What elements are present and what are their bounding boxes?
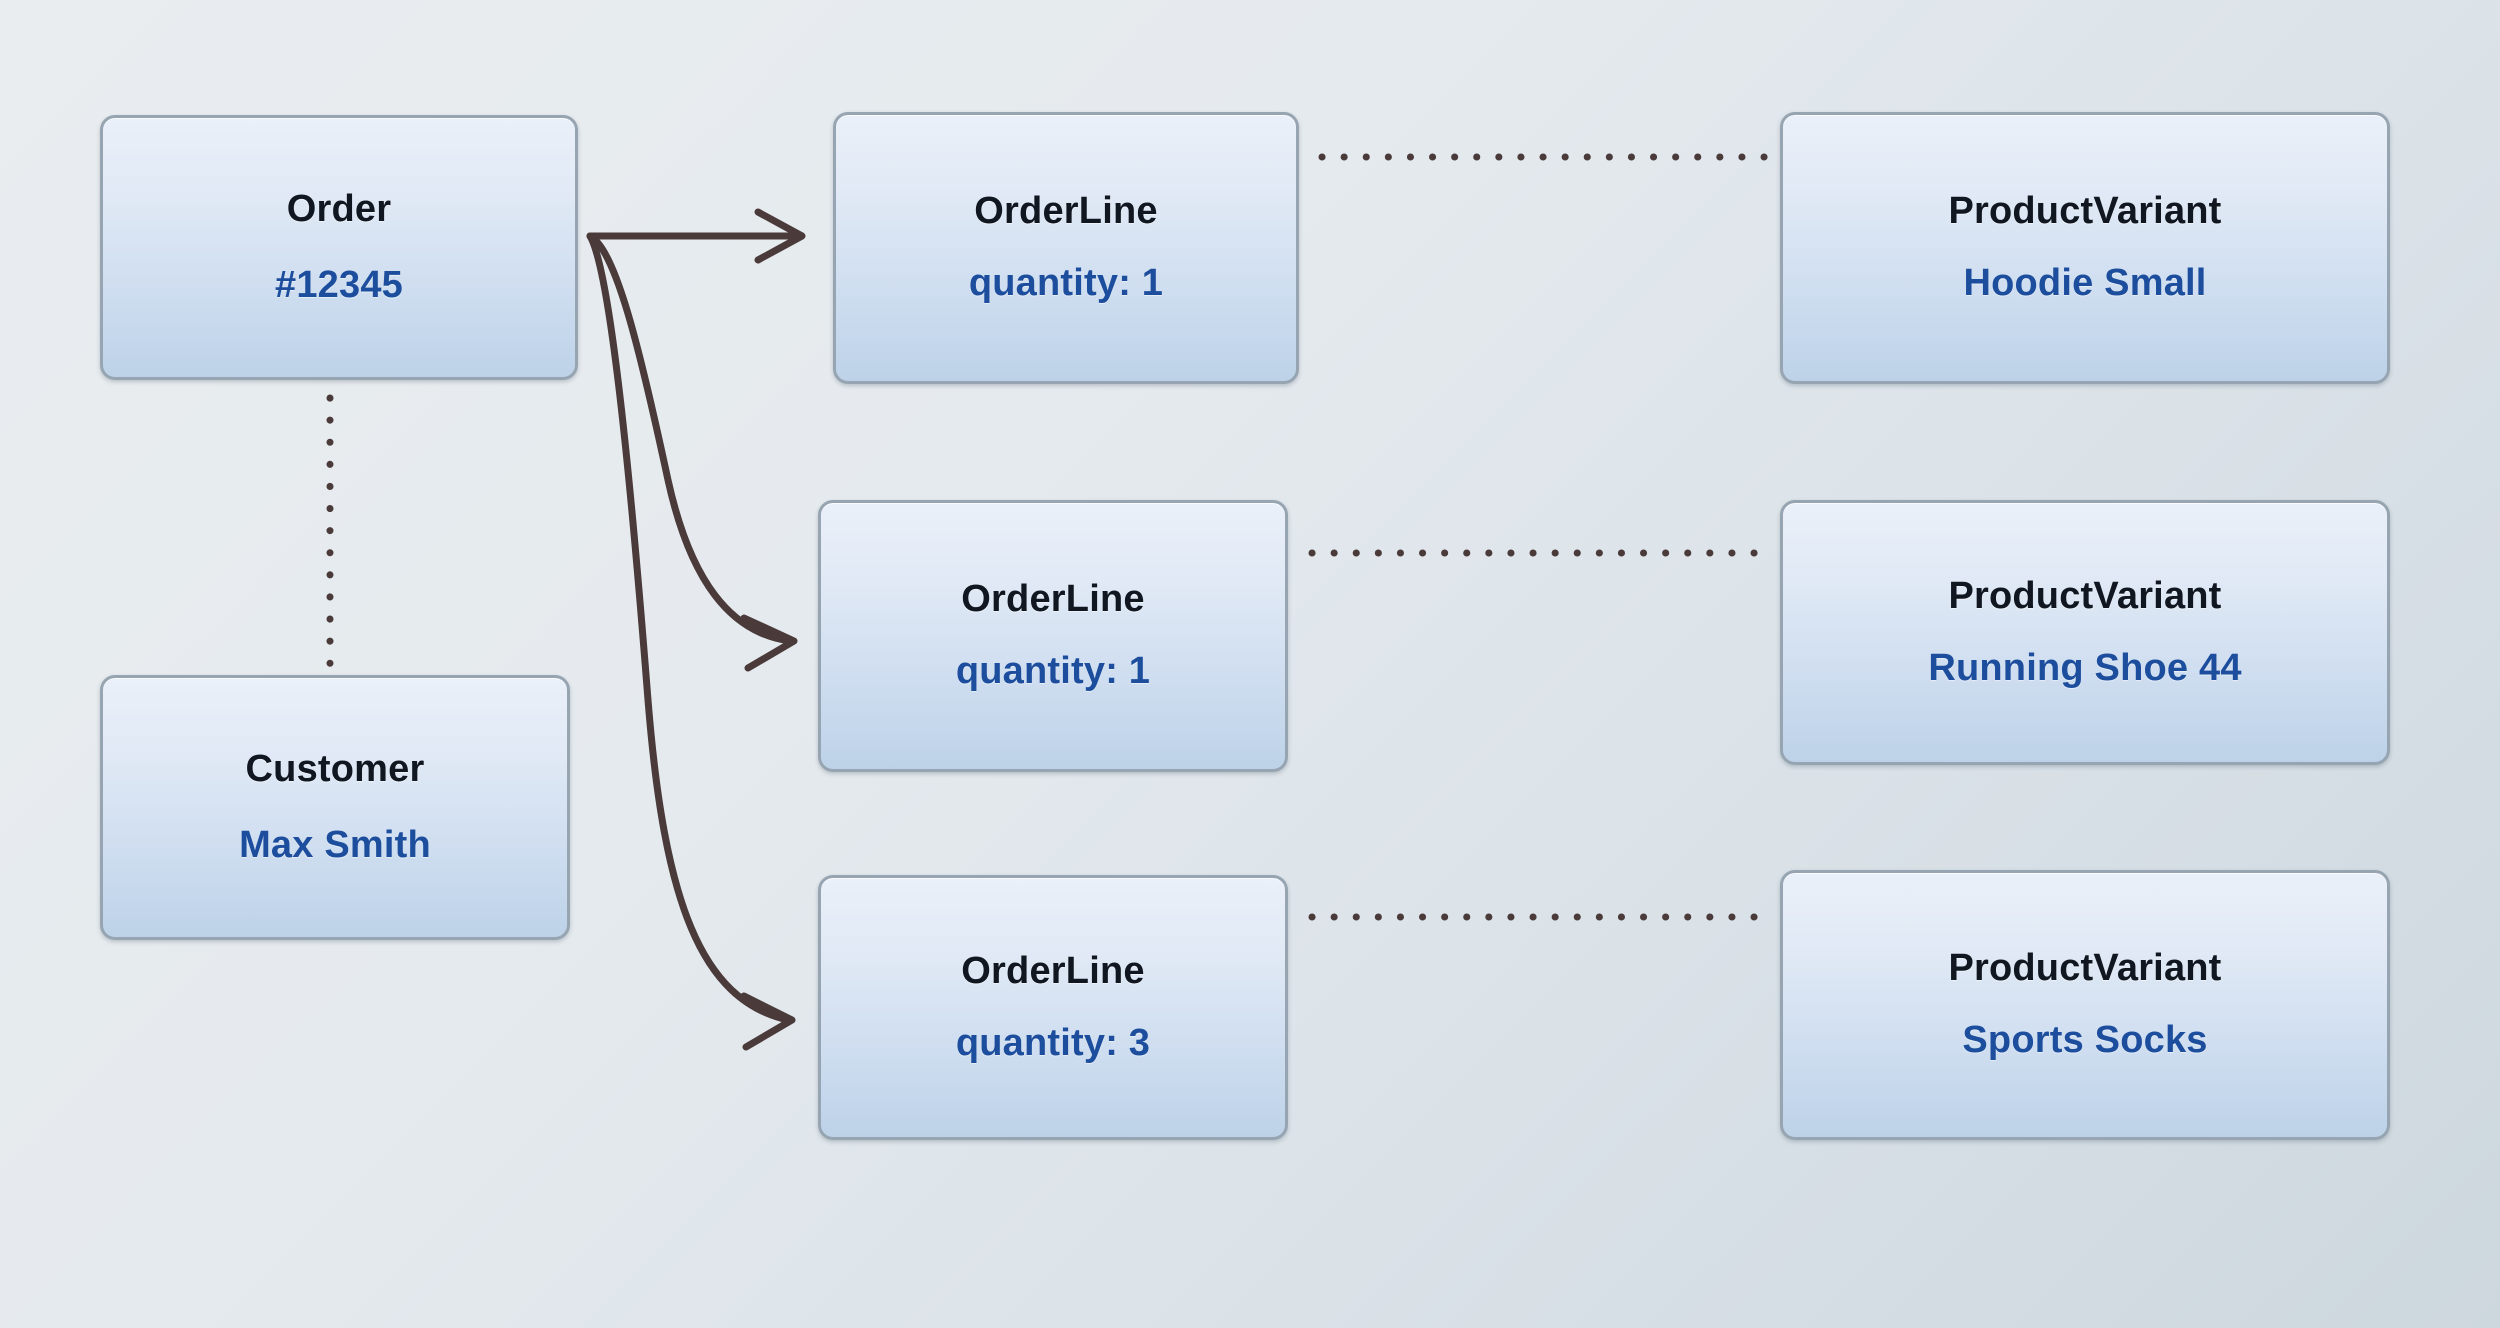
node-order[interactable]: Order #12345 <box>100 115 578 380</box>
node-order-value: #12345 <box>274 263 403 306</box>
node-productvariant-2-title: ProductVariant <box>1948 574 2222 617</box>
node-productvariant-1-value: Hoodie Small <box>1963 262 2207 304</box>
node-productvariant-1[interactable]: ProductVariant Hoodie Small <box>1780 112 2390 384</box>
node-orderline-3-title: OrderLine <box>961 949 1145 992</box>
node-orderline-2[interactable]: OrderLine quantity: 1 <box>818 500 1288 772</box>
node-customer-title: Customer <box>245 747 425 790</box>
node-productvariant-2-value: Running Shoe 44 <box>1928 646 2242 689</box>
node-productvariant-3-value: Sports Socks <box>1962 1019 2208 1061</box>
node-orderline-1-title: OrderLine <box>974 190 1158 233</box>
edge-order-to-orderline-2 <box>586 232 798 672</box>
edge-order-to-orderline-1 <box>586 208 806 264</box>
node-orderline-1[interactable]: OrderLine quantity: 1 <box>833 112 1299 384</box>
node-orderline-2-value: quantity: 1 <box>955 650 1151 692</box>
node-orderline-3-value: quantity: 3 <box>955 1021 1151 1064</box>
node-productvariant-2[interactable]: ProductVariant Running Shoe 44 <box>1780 500 2390 765</box>
node-productvariant-3-title: ProductVariant <box>1948 947 2222 990</box>
node-productvariant-3[interactable]: ProductVariant Sports Socks <box>1780 870 2390 1140</box>
node-productvariant-1-title: ProductVariant <box>1948 190 2222 233</box>
node-orderline-3[interactable]: OrderLine quantity: 3 <box>818 875 1288 1140</box>
node-order-title: Order <box>286 187 392 230</box>
edge-order-to-orderline-3 <box>586 232 796 1051</box>
node-customer-value: Max Smith <box>239 823 431 866</box>
node-customer[interactable]: Customer Max Smith <box>100 675 570 940</box>
node-orderline-1-value: quantity: 1 <box>968 262 1164 304</box>
node-orderline-2-title: OrderLine <box>961 578 1145 621</box>
